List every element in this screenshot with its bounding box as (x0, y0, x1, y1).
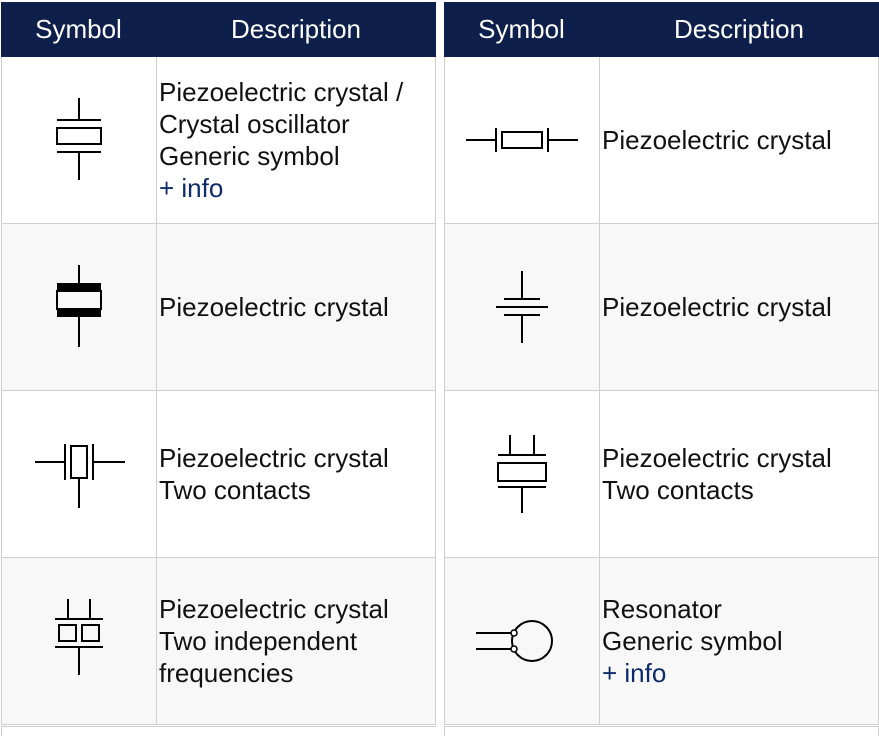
table-bottom-edge (1, 726, 436, 736)
description-line: Resonator (602, 594, 722, 624)
description-cell: Piezoelectric crystal / Crystal oscillat… (157, 57, 435, 223)
table-row: Piezoelectric crystal (444, 224, 879, 391)
crystal-horizontal-icon (445, 57, 600, 223)
crystal-vertical-two-contacts-icon (445, 391, 600, 557)
crystal-filled-electrodes-icon (2, 224, 157, 390)
description-line: Piezoelectric crystal (159, 594, 389, 624)
description-line: Generic symbol (602, 626, 783, 656)
symbol-table-right: Symbol Description Piezoelectric crystal (444, 2, 879, 725)
table-header: Symbol Description (444, 2, 879, 57)
info-link[interactable]: + info (159, 173, 224, 203)
info-link[interactable]: + info (602, 658, 667, 688)
description-cell: Piezoelectric crystal Two contacts (157, 391, 435, 557)
table-row: Piezoelectric crystal Two contacts (1, 391, 436, 558)
table-row: Piezoelectric crystal (1, 224, 436, 391)
description-line: Generic symbol (159, 141, 340, 171)
description-cell: Piezoelectric crystal Two contacts (600, 391, 878, 557)
table-row: Piezoelectric crystal (444, 57, 879, 224)
crystal-horizontal-two-contacts-icon (2, 391, 157, 557)
description-line: Crystal oscillator (159, 109, 350, 139)
description-cell: Piezoelectric crystal (600, 57, 878, 223)
symbol-table-left: Symbol Description Piezoelectric crystal… (1, 2, 436, 725)
table-bottom-edge (444, 726, 879, 736)
description-line: Piezoelectric crystal (159, 443, 389, 473)
description-line: Piezoelectric crystal (602, 292, 832, 322)
table-row: Piezoelectric crystal Two independent fr… (1, 558, 436, 725)
description-line: Two independent (159, 626, 358, 656)
resonator-icon (445, 558, 600, 724)
description-cell: Resonator Generic symbol + info (600, 558, 878, 724)
description-column-header: Description (673, 14, 805, 44)
description-line: Two contacts (159, 475, 311, 505)
description-line: Piezoelectric crystal (602, 125, 832, 155)
crystal-plates-icon (445, 224, 600, 390)
description-column-header: Description (230, 14, 362, 44)
description-cell: Piezoelectric crystal (157, 224, 435, 390)
table-row: Piezoelectric crystal Two contacts (444, 391, 879, 558)
description-line: Piezoelectric crystal (602, 443, 832, 473)
description-line: Piezoelectric crystal (159, 292, 389, 322)
symbol-column-header: Symbol (35, 14, 122, 44)
description-line: frequencies (159, 658, 294, 688)
crystal-dual-frequency-icon (2, 558, 157, 724)
description-cell: Piezoelectric crystal (600, 224, 878, 390)
description-line: Two contacts (602, 475, 754, 505)
table-row: Resonator Generic symbol + info (444, 558, 879, 725)
table-row: Piezoelectric crystal / Crystal oscillat… (1, 57, 436, 224)
table-header: Symbol Description (1, 2, 436, 57)
symbol-column-header: Symbol (478, 14, 565, 44)
description-cell: Piezoelectric crystal Two independent fr… (157, 558, 435, 724)
crystal-generic-icon (2, 57, 157, 223)
description-line: Piezoelectric crystal / (159, 77, 404, 107)
